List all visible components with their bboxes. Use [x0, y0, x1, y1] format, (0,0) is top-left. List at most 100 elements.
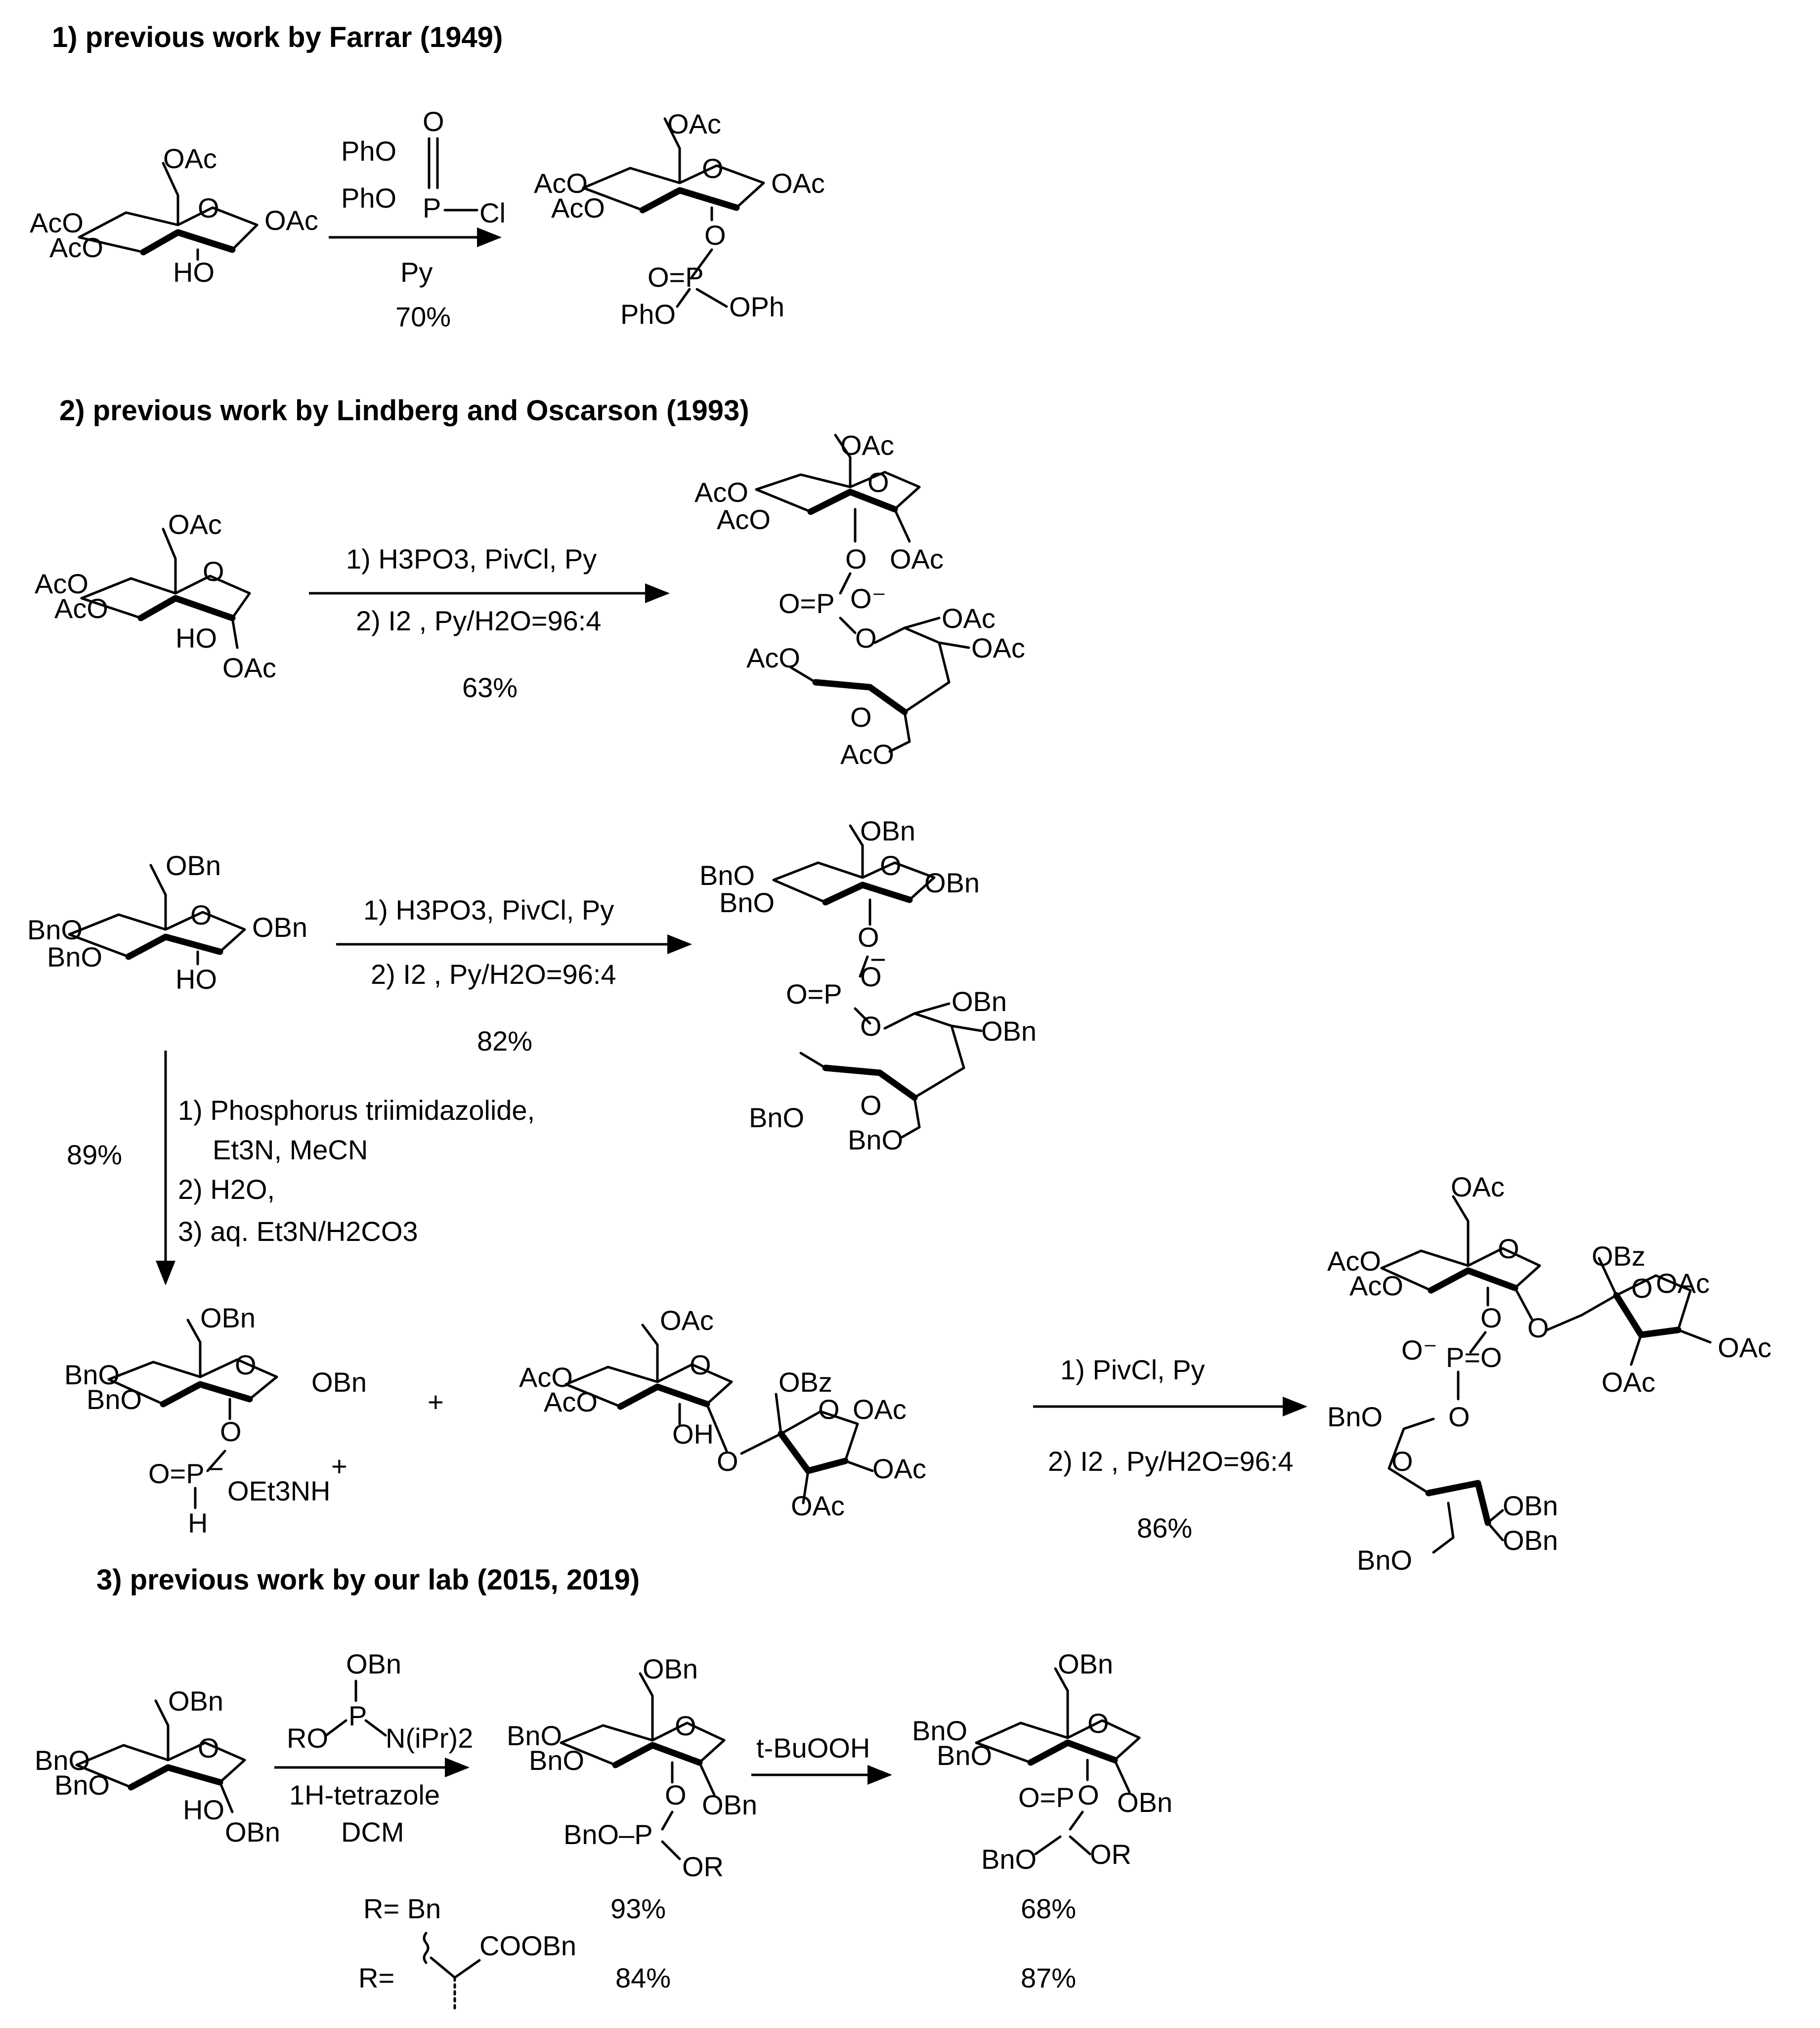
svg-text:O=P: O=P	[1018, 1782, 1075, 1813]
svg-text:O: O	[690, 1349, 711, 1380]
svg-text:O: O	[702, 153, 724, 184]
svg-text:OR: OR	[682, 1851, 724, 1882]
svg-text:OBn: OBn	[168, 1685, 223, 1717]
svg-text:OBn: OBn	[981, 1015, 1037, 1047]
svg-text:O: O	[1391, 1446, 1413, 1477]
svg-text:O: O	[860, 961, 882, 992]
scheme1-reactant: OAc O OAc AcO AcO HO	[30, 143, 318, 288]
scheme3-r2-structure	[423, 1932, 481, 2014]
svg-text:+: +	[331, 1451, 347, 1482]
svg-text:OAc: OAc	[667, 108, 721, 139]
svg-text:O: O	[855, 622, 877, 654]
svg-text:BnO: BnO	[912, 1715, 967, 1746]
svg-text:HO: HO	[173, 257, 215, 288]
svg-text:O: O	[858, 922, 879, 953]
svg-text:OAc: OAc	[872, 1453, 926, 1484]
svg-text:OAc: OAc	[222, 652, 276, 683]
svg-text:AcO: AcO	[1349, 1270, 1403, 1301]
svg-text:OAc: OAc	[890, 543, 944, 574]
svg-text:AcO: AcO	[694, 477, 748, 508]
svg-text:O: O	[203, 556, 224, 587]
scheme2d-product: OAc O AcO AcO O OBz O OAc OAc OAc O O⁻ P…	[1327, 1171, 1772, 1576]
svg-text:AcO: AcO	[35, 568, 88, 599]
scheme2b-step1: 1) H3PO3, PivCl, Py	[363, 894, 614, 926]
svg-text:AcO: AcO	[544, 1386, 598, 1417]
svg-text:OAc: OAc	[163, 143, 217, 174]
scheme2a-step2: 2) I2 , Py/H2O=96:4	[356, 605, 601, 636]
svg-text:O: O	[675, 1710, 696, 1741]
svg-text:O: O	[704, 220, 726, 251]
scheme2a-yield: 63%	[462, 672, 518, 703]
section-3-header: 3) previous work by our lab (2015, 2019)	[96, 1564, 640, 1596]
svg-text:OEt3NH: OEt3NH	[227, 1475, 331, 1506]
svg-text:OBn: OBn	[643, 1653, 698, 1684]
svg-text:OBn: OBn	[225, 1816, 280, 1848]
svg-text:OBz: OBz	[779, 1367, 832, 1398]
scheme3-phosphate: OBn O BnO BnO O OBn O=P BnO OR	[912, 1648, 1172, 1875]
svg-text:OAc: OAc	[853, 1394, 907, 1425]
svg-text:O: O	[1078, 1779, 1099, 1810]
section-1-header: 1) previous work by Farrar (1949)	[52, 21, 503, 53]
svg-text:AcO: AcO	[746, 642, 800, 673]
svg-text:OBn: OBn	[200, 1302, 256, 1333]
svg-text:OBn: OBn	[1117, 1787, 1172, 1818]
svg-text:O: O	[850, 702, 872, 733]
scheme3-cond2: DCM	[341, 1816, 404, 1848]
scheme3-cond1: 1H-tetrazole	[289, 1779, 440, 1810]
svg-text:OAc: OAc	[1718, 1332, 1772, 1363]
svg-text:AcO: AcO	[551, 192, 605, 223]
svg-text:AcO: AcO	[534, 168, 588, 199]
svg-text:O: O	[1631, 1273, 1653, 1304]
scheme2b-yield: 82%	[477, 1025, 532, 1057]
svg-text:OAc: OAc	[971, 632, 1025, 663]
scheme2c-step2: 2) H2O,	[178, 1174, 275, 1205]
svg-text:BnO: BnO	[529, 1745, 584, 1776]
svg-text:O: O	[235, 1349, 257, 1380]
svg-text:O⁻: O⁻	[1401, 1334, 1437, 1366]
svg-text:AcO: AcO	[54, 593, 108, 624]
scheme3-phosphoramidite: OBn P RO N(iPr)2	[287, 1648, 473, 1754]
svg-text:O: O	[880, 850, 902, 881]
scheme3-r2-label: R=	[358, 1962, 394, 1993]
svg-text:BnO: BnO	[1357, 1544, 1412, 1576]
svg-text:BnO: BnO	[937, 1740, 992, 1771]
svg-text:P: P	[423, 192, 441, 223]
svg-text:BnO: BnO	[507, 1720, 562, 1751]
scheme3-r1-yield-b: 68%	[1021, 1893, 1076, 1924]
svg-text:BnO: BnO	[64, 1359, 120, 1390]
svg-text:O: O	[818, 1394, 840, 1425]
svg-text:O: O	[198, 1732, 219, 1763]
svg-text:OAc: OAc	[168, 509, 222, 540]
svg-text:H: H	[188, 1507, 208, 1539]
svg-text:AcO: AcO	[717, 504, 771, 535]
svg-text:O: O	[717, 1446, 738, 1477]
svg-text:PhO: PhO	[341, 182, 396, 214]
svg-text:RO: RO	[287, 1722, 328, 1754]
svg-text:O: O	[1480, 1302, 1502, 1333]
svg-text:O: O	[1087, 1708, 1109, 1739]
svg-text:OAc: OAc	[660, 1305, 714, 1336]
svg-text:BnO: BnO	[699, 860, 755, 891]
scheme3-oxidant: t-BuOOH	[756, 1732, 870, 1763]
svg-text:BnO: BnO	[27, 914, 83, 945]
svg-text:O: O	[867, 467, 889, 498]
scheme2b-reactant: OBn O OBn BnO BnO HO	[27, 850, 307, 995]
svg-text:O: O	[1527, 1312, 1549, 1343]
svg-text:Cl: Cl	[479, 197, 506, 228]
svg-text:OBn: OBn	[1503, 1525, 1558, 1556]
scheme1-condition: Py	[400, 257, 433, 288]
svg-text:P=O: P=O	[1446, 1342, 1502, 1373]
scheme2c-step1: 1) Phosphorus triimidazolide,	[178, 1095, 535, 1126]
svg-text:HO: HO	[175, 622, 217, 654]
scheme1-reagent: O PhO P Cl PhO	[341, 106, 506, 228]
scheme2c-yield: 89%	[67, 1139, 122, 1170]
scheme3-r1-label: R= Bn	[363, 1893, 441, 1924]
svg-text:OAc: OAc	[840, 430, 894, 461]
svg-text:AcO: AcO	[30, 207, 84, 238]
scheme2d-reactant: OAc O AcO AcO OH O OBz O OAc OAc OAc	[519, 1305, 926, 1521]
scheme2a-reactant: OAc O AcO AcO HO OAc	[35, 509, 276, 683]
svg-text:O=P: O=P	[648, 262, 704, 293]
svg-text:BnO–P: BnO–P	[563, 1819, 653, 1850]
svg-text:BnO: BnO	[47, 941, 102, 972]
scheme2b-product: OBn O OBn BnO BnO O O=P O − O OBn OBn Bn…	[699, 815, 1037, 1155]
